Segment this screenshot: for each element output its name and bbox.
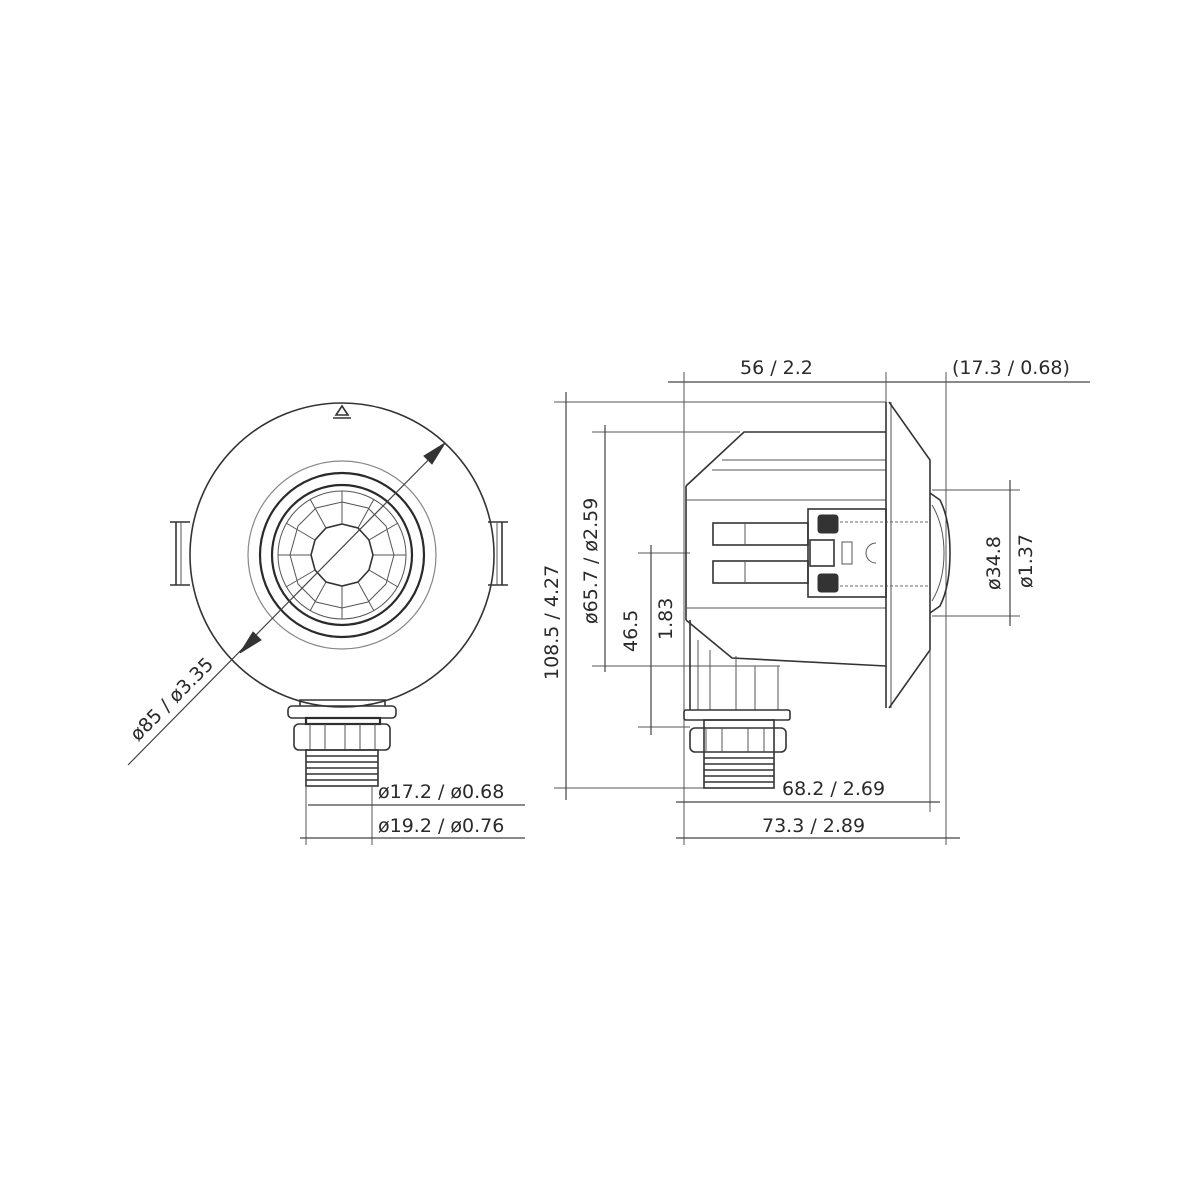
lens-diameter-mm-label: ø34.8 — [983, 536, 1005, 590]
flange — [885, 401, 931, 709]
outer-diameter-dimension: ø85 / ø3.35 — [126, 442, 446, 766]
side-view: 56 / 2.2 (17.3 / 0.68) 108.5 / 4.27 ø65.… — [541, 357, 1090, 845]
mounting-clip-left — [170, 521, 190, 586]
conduit-base — [683, 620, 791, 789]
sensor-body — [685, 431, 887, 667]
terminal-block — [712, 508, 930, 598]
depth-dimension: 56 / 2.2 (17.3 / 0.68) — [668, 357, 1090, 845]
bezel-ring-outer — [247, 460, 437, 650]
lower-height-mm-label: 46.5 — [620, 610, 642, 652]
bezel-ring-inner — [258, 471, 426, 639]
top-marker-icon — [334, 404, 350, 416]
outer-diameter-label: ø85 / ø3.35 — [126, 653, 218, 745]
width-outer-label: 73.3 / 2.89 — [762, 815, 865, 837]
cable-gland — [287, 699, 397, 787]
lower-height-in-label: 1.83 — [655, 598, 677, 640]
lens-circle — [270, 483, 414, 627]
body-diameter-label: ø65.7 / ø2.59 — [580, 498, 602, 624]
width-dimensions: 68.2 / 2.69 73.3 / 2.89 — [676, 650, 960, 839]
depth-label: 56 / 2.2 — [740, 357, 813, 379]
front-view: ø85 / ø3.35 ø17.2 / ø0 — [126, 402, 525, 845]
width-inner-label: 68.2 / 2.69 — [782, 778, 885, 800]
fresnel-lens — [278, 491, 406, 619]
flange-depth-label: (17.3 / 0.68) — [952, 357, 1070, 379]
thread-dimensions: ø17.2 / ø0.68 ø19.2 / ø0.76 — [300, 781, 525, 845]
mounting-clip-right — [488, 521, 508, 586]
total-height-label: 108.5 / 4.27 — [541, 565, 563, 680]
outer-housing-circle — [189, 402, 495, 708]
lens-diameter-in-label: ø1.37 — [1015, 534, 1037, 588]
lens-dome: ø34.8 ø1.37 — [929, 480, 1037, 626]
thread-inner-diameter-label: ø17.2 / ø0.68 — [378, 781, 504, 803]
thread-outer-diameter-label: ø19.2 / ø0.76 — [378, 815, 504, 837]
